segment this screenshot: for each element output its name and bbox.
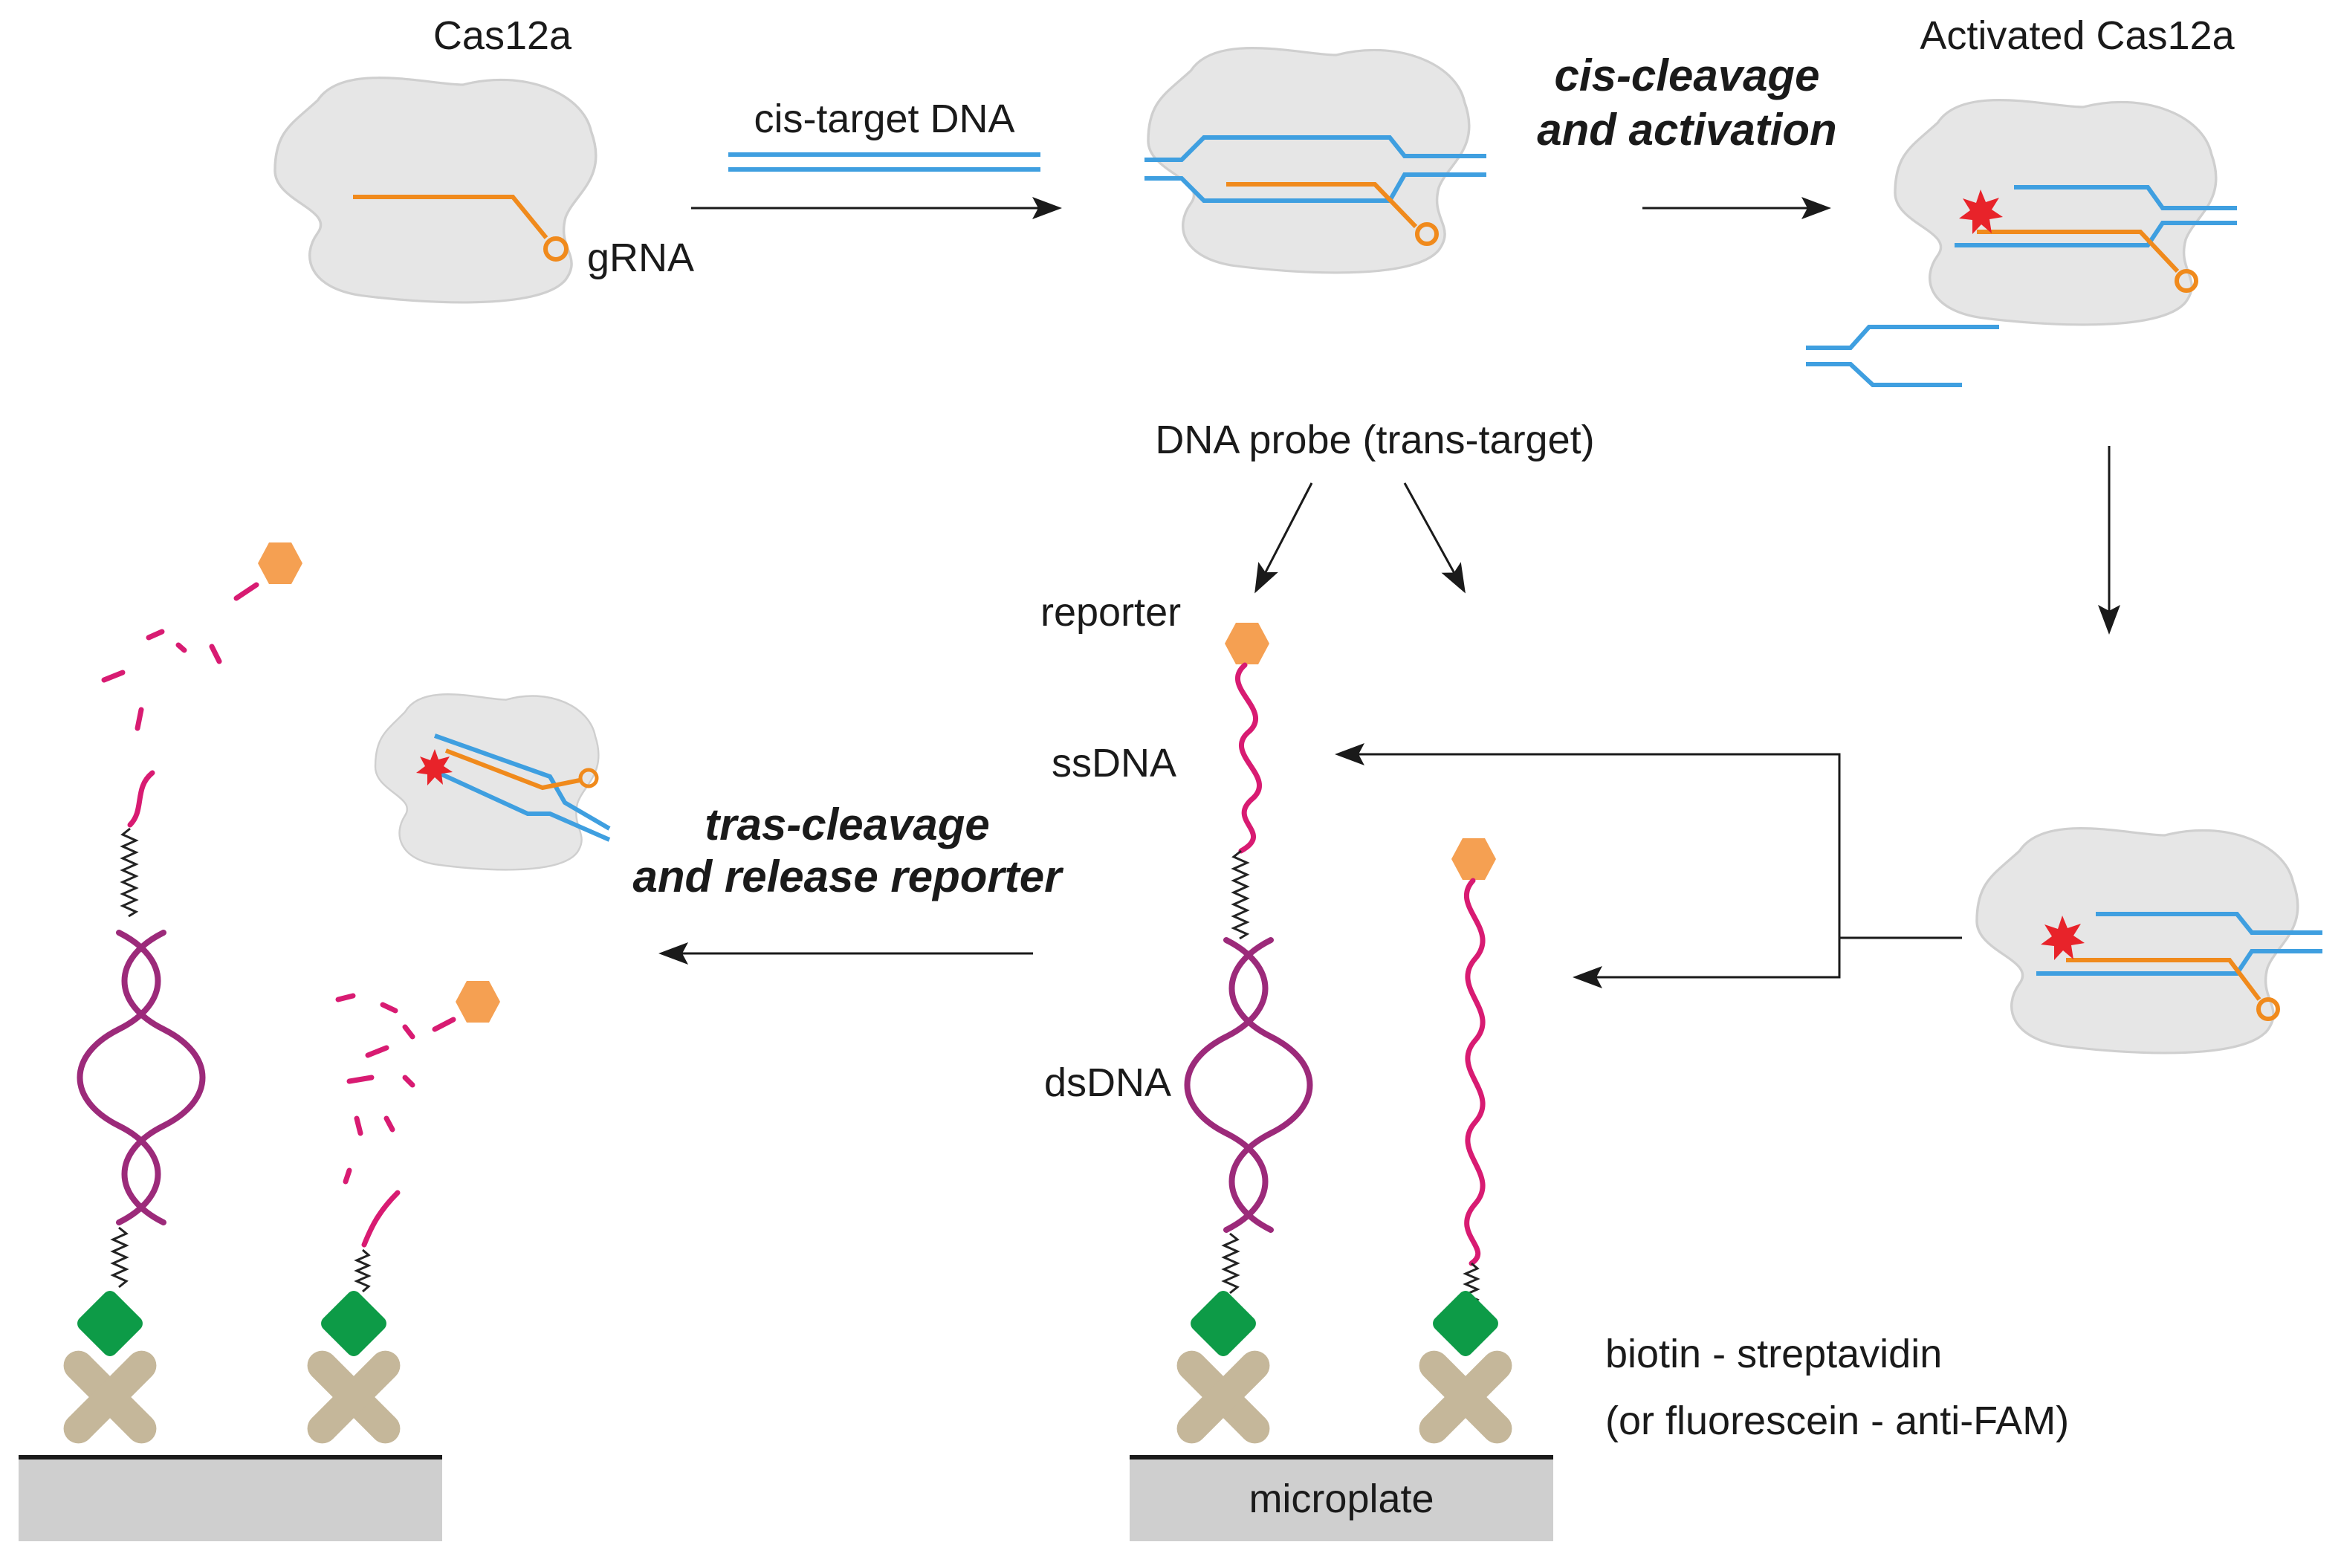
probe-label: DNA probe (trans-target) [1155,418,1594,462]
cas12a-complex [273,76,598,304]
biotin-label: biotin - streptavidin [1605,1332,1942,1376]
grna-label: gRNA [587,236,694,280]
cas12a-bound-complex [1144,46,1486,274]
cleaved-probe-ds [63,542,302,1444]
arrow-to-ssdna [1335,743,1962,939]
trans-cleavage-label-1: tras-cleavage [705,800,990,849]
microplate-surface [1130,1455,1553,1460]
left-microplate-body [19,1460,442,1541]
microplate-label: microplate [1249,1477,1434,1521]
activated-label: Activated Cas12a [1920,13,2235,58]
reporter-b [1451,838,1496,880]
activated-cas12a-complex [1894,98,2237,326]
arrow-probe-right [1403,482,1466,594]
activation-star [1959,189,2003,234]
trans-cleavage-label-2: and release reporter [633,852,1065,901]
biotin-c [77,1291,143,1356]
streptavidin-b [1419,1350,1512,1444]
cleaved-fragment-2 [1806,362,1962,387]
released-reporter-2 [456,981,500,1023]
cleaved-probe-ss [307,981,500,1444]
cis-cleavage-label-2: and activation [1537,105,1836,155]
cis-target-label: cis-target DNA [754,97,1014,141]
streptavidin-a [1176,1350,1270,1444]
cis-cleavage-label-1: cis-cleavage [1555,51,1820,100]
left-microplate-surface [19,1455,442,1460]
biotin-d [321,1291,386,1356]
biotin-b [1433,1291,1498,1356]
ssdna-label: ssDNA [1052,741,1176,785]
cas12a-label: Cas12a [433,13,572,58]
grna-strand [353,195,548,239]
microplate-body [1130,1460,1553,1541]
arrow-to-ssprobe [1573,938,1841,988]
cleaved-fragment-1 [1806,325,1999,350]
activated-cas12a-left [374,693,611,871]
activated-cas12a-lower [1975,826,2322,1054]
fluorescein-label: (or fluorescein - anti-FAM) [1605,1399,2069,1443]
released-reporter-1 [258,542,302,584]
grna-loop [543,236,569,262]
biotin-a [1191,1291,1256,1356]
probe-ss-construct [1419,838,1512,1444]
reporter-a [1225,623,1269,664]
dsdna-label: dsDNA [1044,1060,1171,1105]
probe-ds-construct [1176,623,1313,1444]
reporter-label: reporter [1040,590,1181,635]
arrow-probe-left [1254,482,1313,594]
